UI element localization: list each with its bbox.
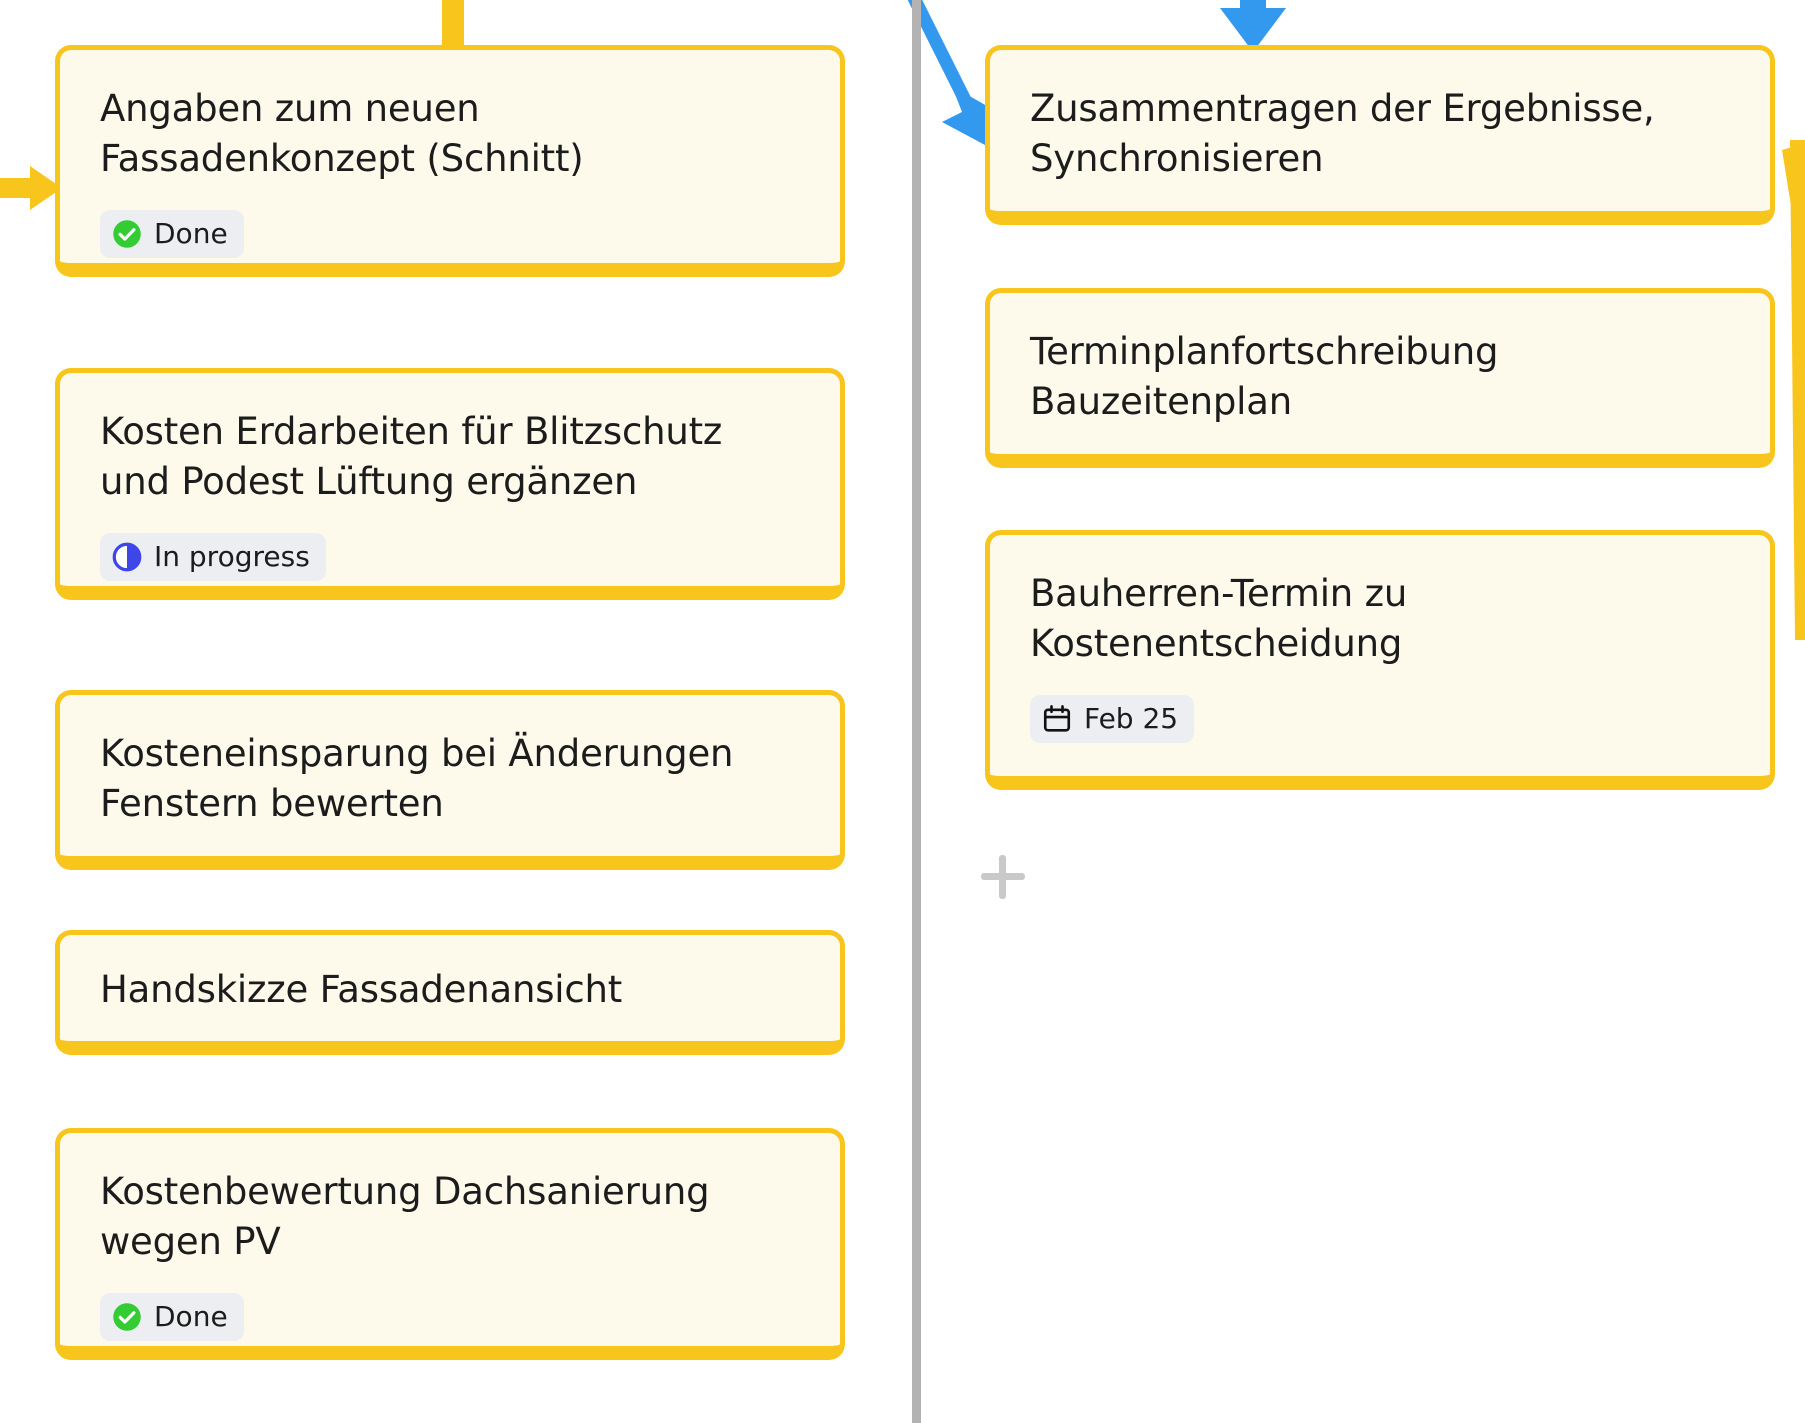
card-kostenbewertung-dachsanierung[interactable]: Kostenbewertung Dachsanierung wegen PV D…: [55, 1128, 845, 1360]
status-badge-done[interactable]: Done: [100, 1292, 244, 1341]
column-divider: [912, 0, 921, 1423]
card-title: Angaben zum neuen Fassadenkonzept (Schni…: [100, 87, 584, 180]
check-circle-icon: [113, 1303, 141, 1331]
calendar-icon: [1043, 704, 1071, 732]
gold-arrow-left: [0, 166, 62, 210]
card-angaben-fassadenkonzept[interactable]: Angaben zum neuen Fassadenkonzept (Schni…: [55, 45, 845, 277]
card-title: Kosteneinsparung bei Änderungen Fenstern…: [100, 732, 734, 825]
card-handskizze-fassadenansicht[interactable]: Handskizze Fassadenansicht: [55, 930, 845, 1055]
status-badge-done[interactable]: Done: [100, 209, 244, 258]
card-title: Terminplanfortschreibung Bauzeitenplan: [1030, 330, 1499, 423]
card-bauherren-termin[interactable]: Bauherren-Termin zu Kostenentscheidung F…: [985, 530, 1775, 790]
gold-connector-vertical: [442, 0, 464, 50]
status-badge-label: In progress: [154, 539, 310, 573]
card-title: Bauherren-Termin zu Kostenentscheidung: [1030, 572, 1408, 665]
card-title: Kosten Erdarbeiten für Blitzschutz und P…: [100, 410, 723, 503]
gold-connector-diagonal: [1790, 140, 1805, 640]
add-card-button[interactable]: [981, 855, 1025, 899]
gold-connector-diagonal-2: [1782, 145, 1805, 293]
half-circle-icon: [112, 542, 142, 572]
status-badge-label: Done: [154, 1299, 228, 1333]
card-kosten-erdarbeiten[interactable]: Kosten Erdarbeiten für Blitzschutz und P…: [55, 368, 845, 600]
status-badge-in-progress[interactable]: In progress: [100, 532, 326, 581]
card-kosteneinsparung-fenster[interactable]: Kosteneinsparung bei Änderungen Fenstern…: [55, 690, 845, 870]
check-circle-icon: [113, 220, 141, 248]
card-title: Zusammentragen der Ergebnisse, Synchroni…: [1030, 87, 1655, 180]
date-badge-label: Feb 25: [1084, 701, 1179, 735]
card-title: Handskizze Fassadenansicht: [100, 968, 623, 1011]
date-badge[interactable]: Feb 25: [1030, 694, 1195, 743]
card-terminplanfortschreibung[interactable]: Terminplanfortschreibung Bauzeitenplan: [985, 288, 1775, 468]
card-title: Kostenbewertung Dachsanierung wegen PV: [100, 1170, 710, 1263]
card-zusammentragen-ergebnisse[interactable]: Zusammentragen der Ergebnisse, Synchroni…: [985, 45, 1775, 225]
status-badge-label: Done: [154, 216, 228, 250]
